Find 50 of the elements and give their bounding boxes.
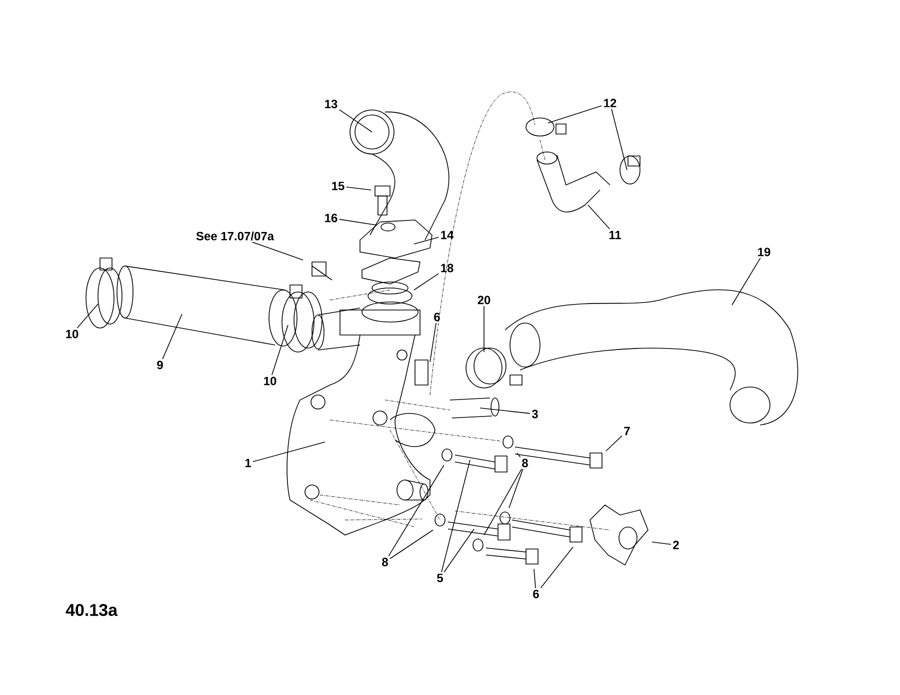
leader-line [252,442,326,462]
leader-line [441,460,470,572]
leader-line [252,242,304,260]
callout-number: 1 [245,458,251,468]
leader-line [534,568,536,588]
leader-line [388,464,444,556]
leader-line [338,218,376,226]
leader-line [346,186,372,190]
leader-line [606,435,622,452]
callout-number: 8 [522,458,528,468]
leader-line [548,105,602,124]
leader-line [76,304,98,328]
callout-number: 3 [532,410,538,418]
callout-number: 20 [478,296,490,304]
callout-number: 10 [264,376,276,386]
figure-number: 40.13a [66,604,118,616]
callout-number: 15 [332,182,344,190]
callout-number: 14 [441,230,454,240]
callout-number: 16 [325,214,338,222]
callout-number: 10 [66,330,78,338]
leader-line [390,530,434,560]
callout-number: 13 [325,100,338,108]
callout-number: 9 [157,360,163,370]
callout-number: 18 [441,264,454,272]
callout-number: 12 [604,98,616,108]
callout-number: 8 [382,558,388,566]
leader-line [588,204,610,230]
callout-number: 2 [673,540,679,550]
leader-line [732,258,761,306]
leader-line [272,324,288,376]
leader-line [444,528,474,572]
leader-line [480,408,530,414]
leader-line [484,468,522,536]
leader-line [162,314,182,360]
leader-line [540,546,574,588]
leader-line [414,236,440,244]
callout-number: See 17.07/07a [196,232,274,240]
leader-line [652,542,672,545]
callout-number: 7 [624,426,630,436]
callout-number: 6 [533,590,539,598]
callout-number: 19 [758,248,770,256]
callout-number: 6 [434,312,440,322]
leader-line [611,108,628,170]
leader-line [508,468,524,508]
leader-line [516,452,521,458]
leader-line [430,322,436,362]
callout-number: 11 [609,230,621,240]
callout-number: 5 [437,574,443,582]
leader-line [338,109,372,132]
leader-line [414,273,440,290]
